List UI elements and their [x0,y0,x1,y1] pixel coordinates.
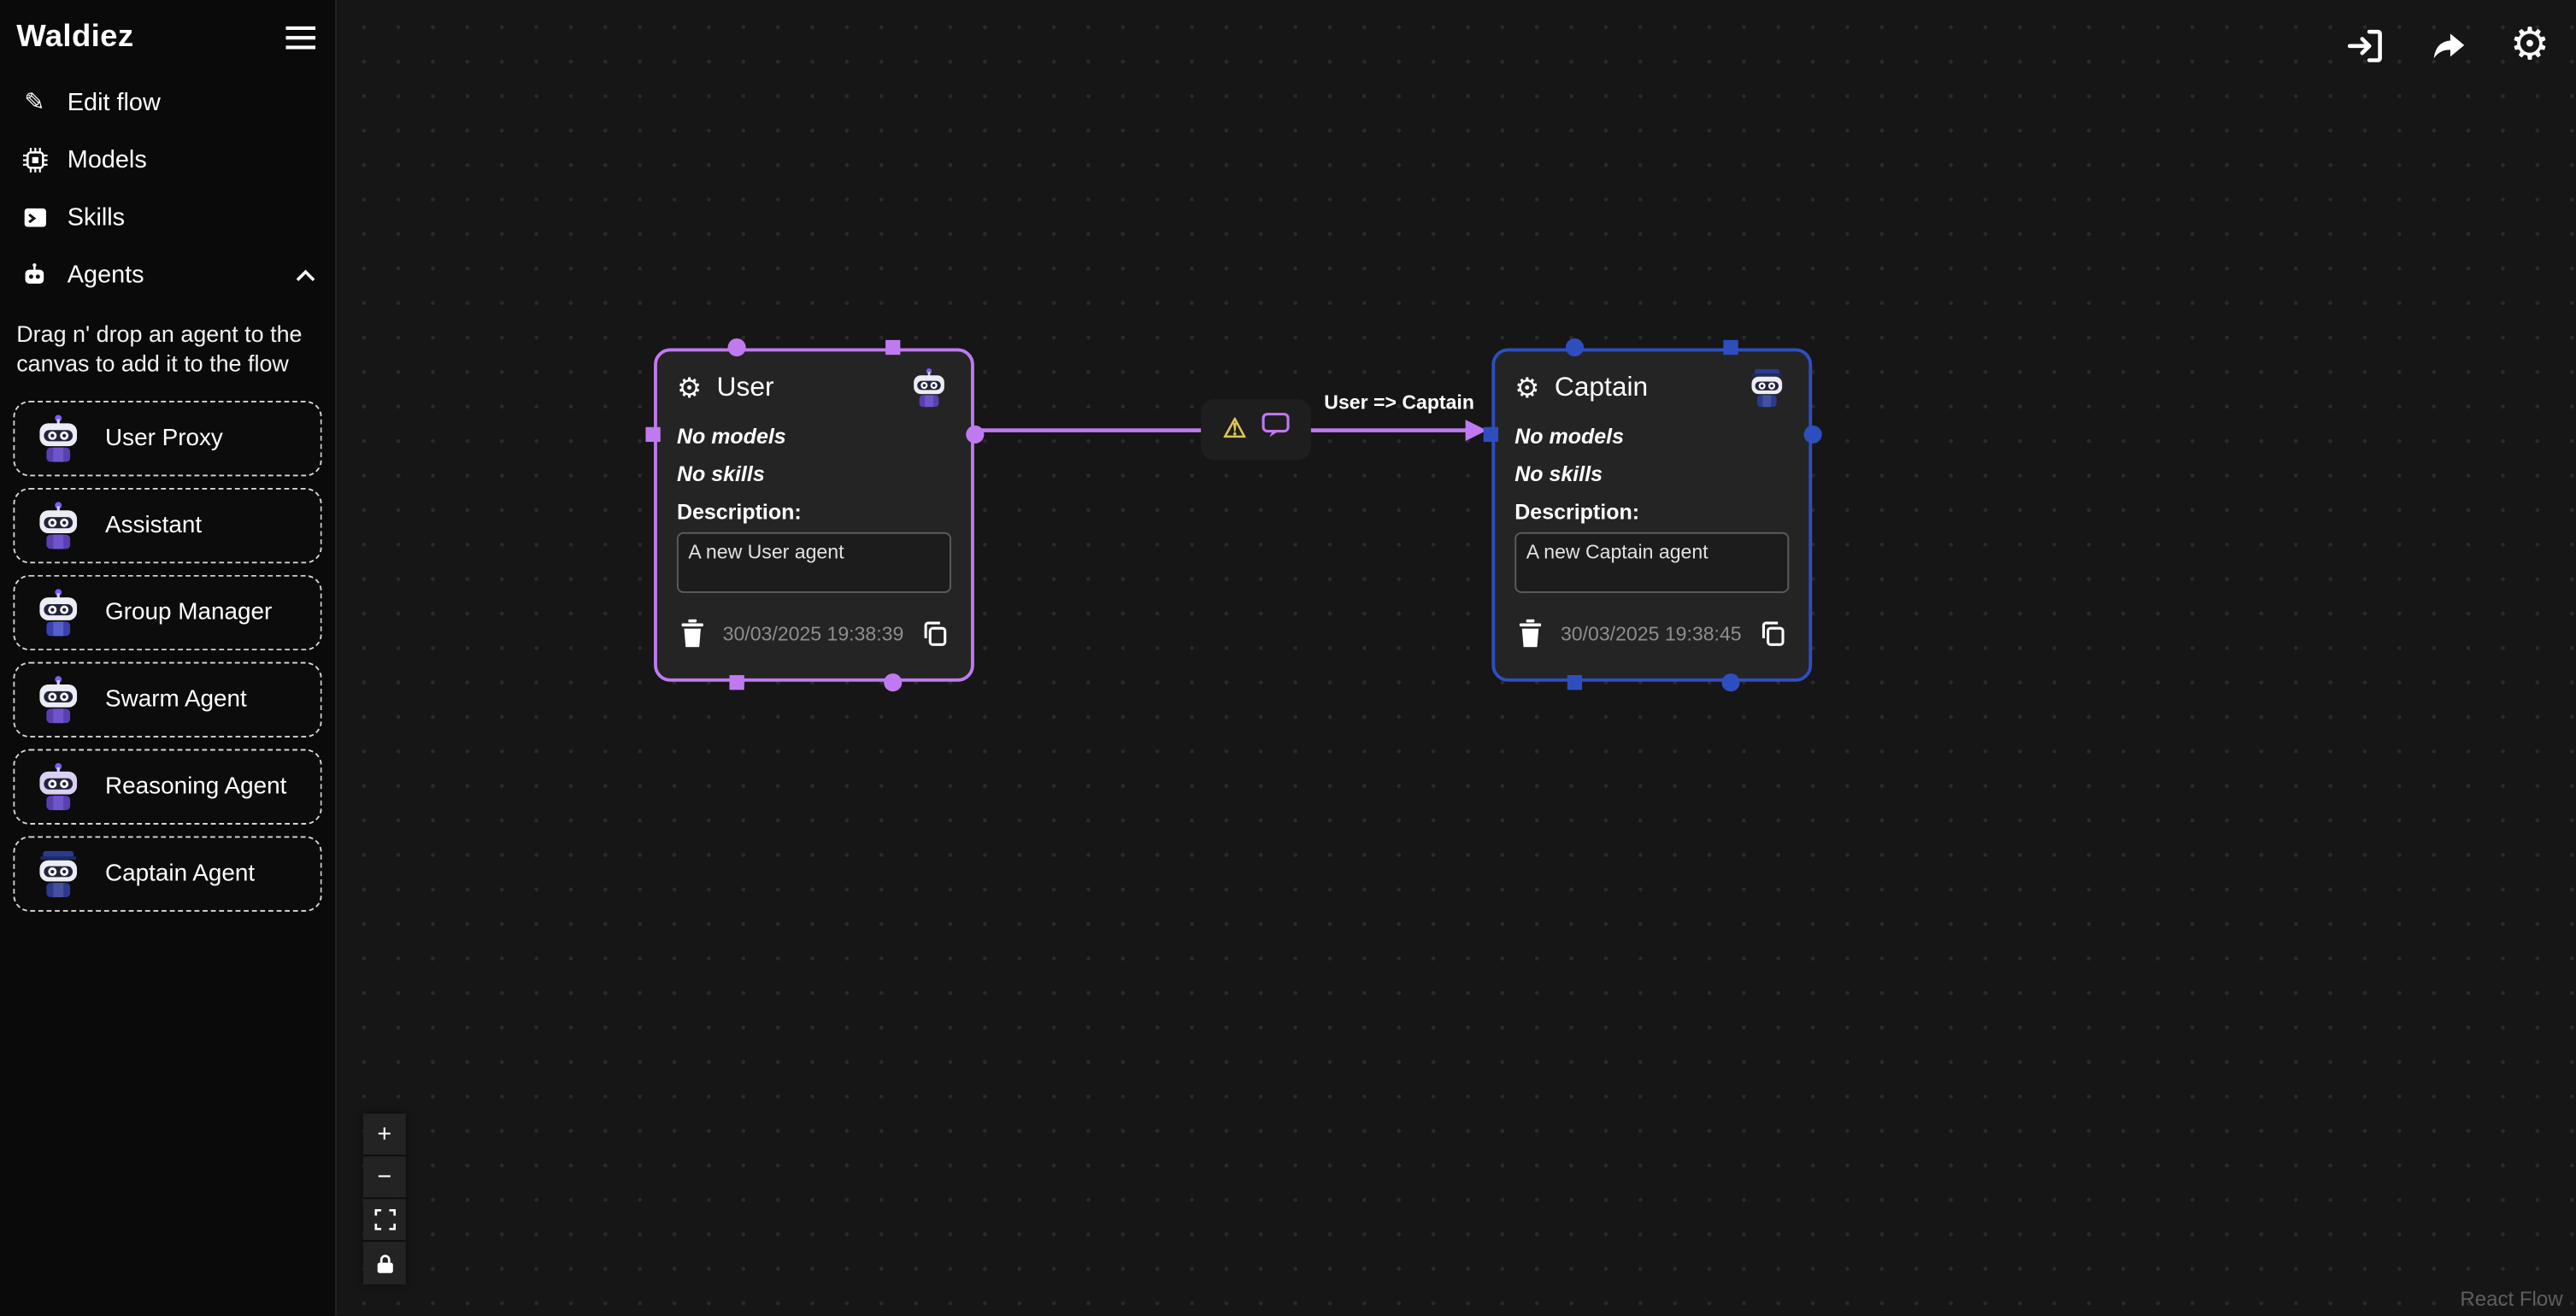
node-models-status: No models [676,423,786,449]
robot-avatar-icon [39,588,78,636]
canvas-controls: + − [362,1113,406,1285]
node-title: Captain [1554,373,1649,402]
agent-palette-reasoning-agent[interactable]: Reasoning Agent [13,749,322,825]
delete-node-icon[interactable] [677,616,709,650]
chevron-up-icon[interactable] [296,261,315,290]
handle-left-target[interactable] [1483,426,1499,442]
models-icon [20,147,50,173]
agent-palette-swarm-agent[interactable]: Swarm Agent [13,662,322,738]
handle-bottom-source[interactable] [1721,673,1741,692]
agent-palette-assistant[interactable]: Assistant [13,488,322,564]
warning-icon: ⚠ [1222,414,1247,444]
chat-message-icon [1261,412,1290,446]
agent-palette-label: Group Manager [105,600,273,626]
hamburger-menu-icon[interactable] [283,23,319,53]
description-label: Description: [1514,499,1640,525]
settings-gear-icon[interactable]: ⚙ [2507,20,2553,71]
sidebar-item-edit-flow[interactable]: ✎ Edit flow [13,73,321,132]
robot-avatar-icon [39,762,78,810]
robot-avatar-icon [39,501,78,549]
canvas-toolbar: ⚙ [2341,20,2553,71]
agent-palette-captain-agent[interactable]: Captain Agent [13,836,322,913]
node-timestamp: 30/03/2025 19:38:45 [1560,621,1742,645]
drag-drop-hint: Drag n' drop an agent to the canvas to a… [16,320,303,376]
edge-label-text: User => Captain [1324,391,1474,414]
handle-top-target[interactable] [1723,339,1739,355]
handle-bottom-target[interactable] [728,675,744,690]
agent-node-captain[interactable]: ⚙ Captain No models No skills Descriptio… [1483,338,1822,692]
sidebar-item-agents[interactable]: Agents [13,246,321,303]
robot-avatar-captain-icon [39,850,78,897]
export-share-icon[interactable] [2423,22,2474,68]
sidebar-item-label: Skills [67,203,126,232]
zoom-in-button[interactable]: + [362,1113,406,1157]
node-settings-gear-icon[interactable]: ⚙ [1514,372,1540,403]
node-avatar-robot-icon [914,368,944,408]
copy-node-icon[interactable] [1756,616,1789,650]
node-title: User [716,373,774,402]
node-skills-status: No skills [1514,461,1603,486]
react-flow-attribution[interactable]: React Flow [2460,1287,2563,1311]
agent-palette-label: Reasoning Agent [105,773,287,801]
flow-canvas[interactable] [337,0,2576,1316]
agents-robot-icon [20,263,50,288]
edge-label-box[interactable]: ⚠ [1201,399,1311,461]
agent-palette-user-proxy[interactable]: User Proxy [13,401,322,477]
skills-terminal-icon [20,205,50,230]
edit-pencil-icon: ✎ [24,88,45,117]
handle-right-source[interactable] [966,425,985,444]
import-flow-icon[interactable] [2341,21,2391,70]
node-models-status: No models [1514,423,1625,449]
agent-palette-label: Captain Agent [105,861,256,888]
sidebar-item-models[interactable]: Models [13,132,321,189]
sidebar-item-label: Models [67,146,147,174]
app-title: Waldiez [16,20,134,55]
sidebar-item-skills[interactable]: Skills [13,189,321,246]
agent-palette-label: Swarm Agent [105,686,247,714]
copy-node-icon[interactable] [918,616,950,650]
description-label: Description: [676,499,802,525]
handle-right-source[interactable] [1803,425,1822,444]
node-settings-gear-icon[interactable]: ⚙ [676,372,703,403]
robot-avatar-icon [39,414,78,462]
node-avatar-captain-icon [1751,368,1783,408]
handle-top-source[interactable] [727,338,746,357]
fit-view-button[interactable] [362,1199,406,1243]
sidebar-item-label: Agents [67,261,144,290]
robot-avatar-icon [39,675,78,723]
node-timestamp: 30/03/2025 19:38:39 [722,621,904,645]
lock-button[interactable] [362,1242,406,1285]
handle-bottom-source[interactable] [884,673,903,692]
agent-palette-label: User Proxy [105,426,223,453]
node-skills-status: No skills [676,461,765,486]
sidebar-item-label: Edit flow [67,87,161,116]
handle-left-target[interactable] [645,426,661,442]
handle-bottom-target[interactable] [1567,675,1582,690]
agent-node-user[interactable]: ⚙ User No models No skills Description: … [645,338,985,692]
sidebar: Waldiez ✎ Edit flow Models Skills Age [0,0,338,1316]
agent-palette-group-manager[interactable]: Group Manager [13,575,322,651]
delete-node-icon[interactable] [1514,616,1546,650]
zoom-out-button[interactable]: − [362,1156,406,1200]
description-input[interactable]: A new User agent [676,532,951,593]
description-input[interactable]: A new Captain agent [1514,532,1790,593]
agent-palette-label: Assistant [105,513,203,539]
handle-top-source[interactable] [1565,338,1584,357]
handle-top-target[interactable] [885,339,901,355]
